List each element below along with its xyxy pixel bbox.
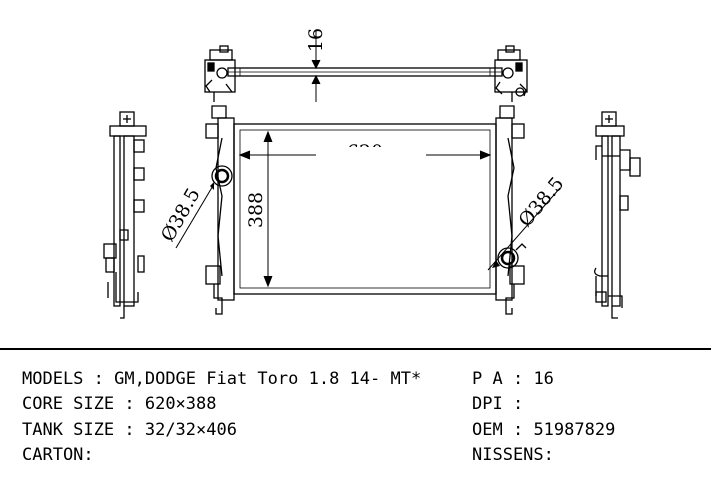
oem-value: 51987829 <box>533 420 616 440</box>
core-size-value: 620×388 <box>144 394 217 414</box>
right-pipe-diameter-label: Ø38.5 <box>514 173 568 231</box>
core-size-label: CORE SIZE <box>22 394 115 414</box>
carton-label: CARTON: <box>22 445 94 465</box>
top-view <box>204 45 528 102</box>
nissens-label: NISSENS: <box>472 445 554 465</box>
section-divider <box>0 348 711 350</box>
dpi-label: DPI <box>472 394 503 414</box>
pa-value: 16 <box>533 369 554 389</box>
top-thickness-label: 16 <box>305 28 327 52</box>
nissens-row: NISSENS: <box>472 444 554 466</box>
oem-label: OEM <box>472 420 503 440</box>
left-pipe-diameter-label: Ø38.5 <box>157 184 205 245</box>
core-size-row: CORE SIZE : 620×388 <box>22 394 217 414</box>
models-row: MODELS : GM,DODGE Fiat Toro 1.8 14- MT* <box>22 369 422 389</box>
tank-size-value: 32/32×406 <box>144 420 237 440</box>
right-side-view <box>594 111 641 319</box>
pa-label: P A <box>472 369 503 389</box>
core-height-dimension <box>263 130 273 288</box>
front-view <box>205 105 527 315</box>
left-side-view <box>103 111 147 319</box>
models-label: MODELS <box>22 369 84 389</box>
core-width-dimension <box>238 150 492 160</box>
dpi-row: DPI : <box>472 394 534 414</box>
top-thickness-dimension <box>311 30 321 102</box>
tank-size-row: TANK SIZE : 32/32×406 <box>22 420 237 440</box>
models-value: GM,DODGE Fiat Toro 1.8 14- MT* <box>114 369 422 389</box>
core-height-label: 388 <box>245 192 267 228</box>
core-width-label: 620 <box>347 141 383 163</box>
radiator-technical-drawing: 16 388 620 <box>103 28 641 319</box>
tank-size-label: TANK SIZE <box>22 420 115 440</box>
carton-row: CARTON: <box>22 444 94 466</box>
oem-row: OEM : 51987829 <box>472 420 616 440</box>
pa-row: P A : 16 <box>472 369 554 389</box>
